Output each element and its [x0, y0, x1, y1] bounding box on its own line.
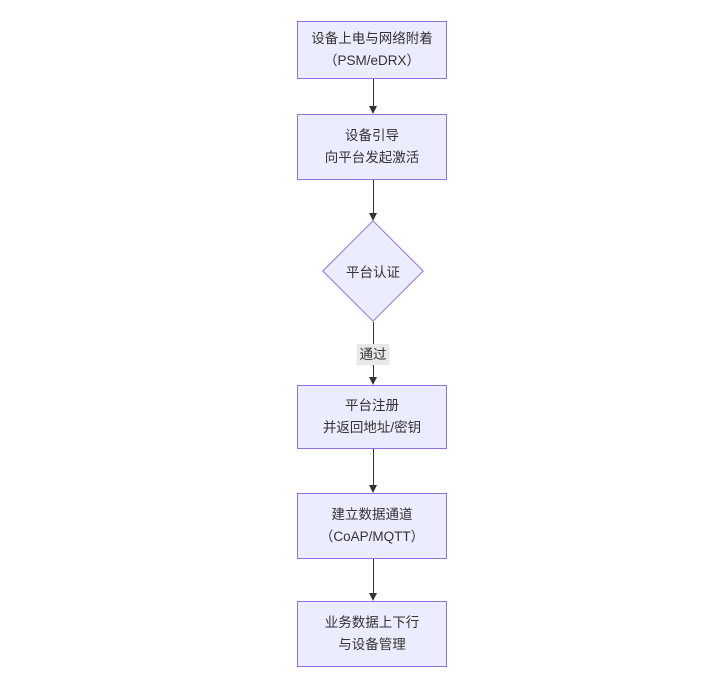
node-text-line: 平台注册 [345, 398, 399, 413]
flow-node-bootstrap: 设备引导 向平台发起激活 [297, 114, 447, 180]
arrow-shaft [373, 559, 374, 595]
edge-label-pass: 通过 [356, 344, 390, 365]
flow-decision-platform-auth: 平台认证 [321, 219, 424, 322]
arrowhead-icon [369, 593, 377, 601]
node-text-line: 建立数据通道 [331, 507, 413, 522]
node-text-line: （PSM/eDRX） [323, 53, 421, 68]
edge-arrow-4 [368, 449, 379, 493]
edge-arrow-1 [368, 79, 379, 114]
arrow-shaft [373, 449, 374, 487]
edge-arrow-5 [368, 559, 379, 601]
flow-node-power-attach: 设备上电与网络附着 （PSM/eDRX） [297, 21, 447, 79]
flow-node-register: 平台注册 并返回地址/密钥 [297, 385, 447, 449]
flow-node-data-channel: 建立数据通道 （CoAP/MQTT） [297, 493, 447, 559]
arrowhead-icon [369, 377, 377, 385]
arrowhead-icon [369, 213, 377, 221]
arrow-shaft [373, 79, 374, 108]
flow-node-business: 业务数据上下行 与设备管理 [297, 601, 447, 667]
node-text-line: 平台认证 [346, 265, 400, 280]
node-text-line: 业务数据上下行 [324, 615, 420, 630]
node-text-line: 设备上电与网络附着 [311, 31, 433, 46]
node-text-line: 与设备管理 [338, 637, 406, 652]
node-text-line: 并返回地址/密钥 [322, 420, 422, 435]
node-text-line: （CoAP/MQTT） [319, 529, 425, 544]
arrow-shaft [373, 180, 374, 215]
arrowhead-icon [369, 485, 377, 493]
edge-arrow-2 [368, 180, 379, 221]
arrowhead-icon [369, 106, 377, 114]
node-text-line: 设备引导 [345, 128, 399, 143]
node-text-line: 向平台发起激活 [324, 150, 420, 165]
